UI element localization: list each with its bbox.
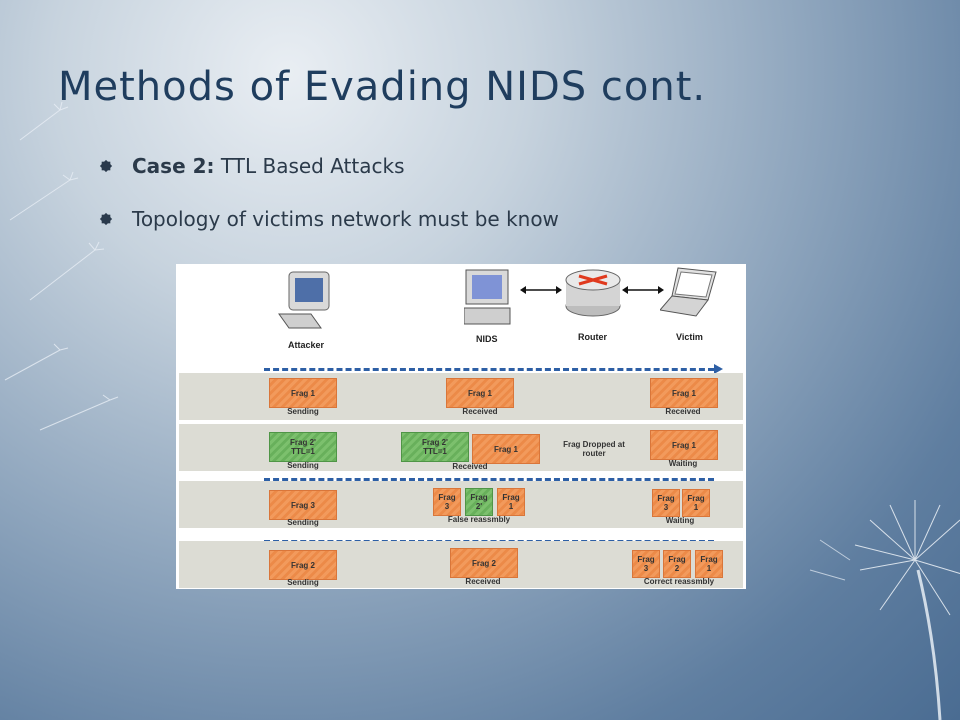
frag-box: Frag 1 (472, 434, 540, 464)
victim-laptop-icon (660, 267, 717, 317)
frag-box: Frag 1 (497, 488, 525, 516)
step-status: Sending (287, 461, 319, 470)
dandelion-seeds-decoration (4, 101, 119, 431)
step-status: Received (665, 407, 701, 416)
ttl-attack-diagram: Attacker NIDS Router (176, 264, 746, 589)
bullet-text: TTL Based Attacks (214, 154, 405, 178)
victim-label: Victim (676, 332, 703, 342)
frag-box: Frag 2 (450, 548, 518, 578)
dandelion-puffball-decoration (809, 500, 960, 720)
frag-box: Frag 3 (632, 550, 660, 578)
bullet-text: Topology of victims network must be know (132, 207, 559, 231)
flow-arrowhead (714, 364, 723, 374)
step-status: Waiting (665, 516, 695, 525)
nids-computer-icon (464, 269, 511, 325)
frag-box: Frag 3 (433, 488, 461, 516)
step-status: Sending (287, 518, 319, 527)
step-status: Sending (287, 407, 319, 416)
frag-box: Frag 1 (650, 430, 718, 460)
bullet-icon (100, 213, 112, 225)
frag-box: Frag 1 (269, 378, 337, 408)
packet-flow-line (264, 368, 714, 371)
attacker-computer-icon (278, 271, 330, 329)
packet-flow-line (264, 478, 714, 481)
attacker-label: Attacker (288, 340, 325, 350)
slide-title: Methods of Evading NIDS cont. (58, 64, 707, 110)
bullet-bold-text: Case 2: (132, 154, 215, 178)
frag-box: Frag 1 (650, 378, 718, 408)
nids-label: NIDS (476, 334, 498, 344)
frag-box-ttl: Frag 2' (465, 488, 493, 516)
step-status: False reassmbly (447, 515, 511, 524)
bidirectional-arrow-icon (622, 286, 664, 294)
frag-box: Frag 3 (269, 490, 337, 520)
bullet-list: Case 2: TTL Based Attacks Topology of vi… (100, 152, 559, 258)
step-status: Received (452, 462, 488, 471)
router-icon (565, 269, 621, 317)
frag-box: Frag 2 (269, 550, 337, 580)
router-label: Router (578, 332, 607, 342)
frag-box-ttl: Frag 2' TTL=1 (269, 432, 337, 462)
bullet-item: Case 2: TTL Based Attacks (100, 152, 559, 180)
step-status: Waiting (668, 459, 698, 468)
frag-box-ttl: Frag 2' TTL=1 (401, 432, 469, 462)
bidirectional-arrow-icon (520, 286, 562, 294)
step-status: Correct reassmbly (643, 577, 715, 586)
frag-box: Frag 1 (446, 378, 514, 408)
frag-box: Frag 3 (652, 489, 680, 517)
frag-box: Frag 1 (695, 550, 723, 578)
step-status: Received (465, 577, 501, 586)
frag-box: Frag 2 (663, 550, 691, 578)
step-status: Sending (287, 578, 319, 587)
bullet-icon (100, 160, 112, 172)
bullet-item: Topology of victims network must be know (100, 205, 559, 233)
frag-box: Frag 1 (682, 489, 710, 517)
step-status: Received (462, 407, 498, 416)
router-drop-note: Frag Dropped at router (563, 440, 625, 458)
